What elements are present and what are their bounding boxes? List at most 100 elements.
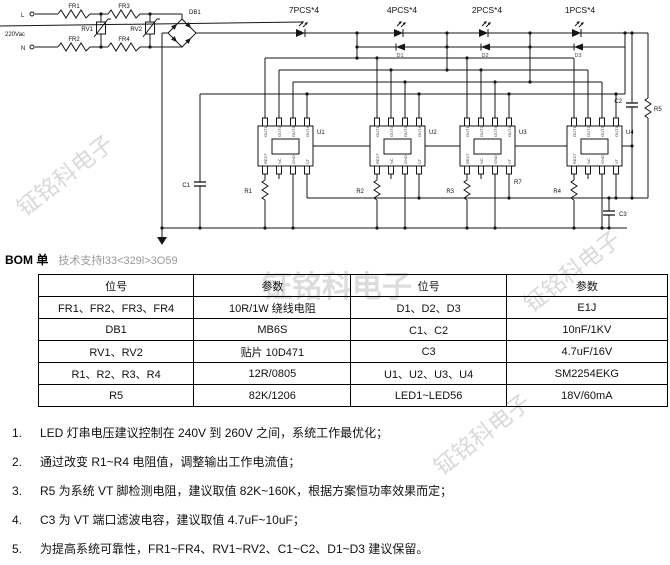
label-7pcs: 7PCS*4 [289, 5, 320, 15]
bom-cell: R5 [37, 384, 195, 407]
ic-u3: OUT1 OUT2 OUT3 OUT4 REXT NC GND VT U3 R3 [446, 117, 527, 228]
bom-header-row: 位号 参数 位号 参数 [37, 274, 669, 297]
pin-label: VT [305, 158, 310, 164]
label-d2: D2 [481, 53, 488, 59]
pin-label: OUT2 [479, 126, 484, 137]
pin-label: OUT2 [389, 126, 394, 137]
bom-cell: 12R/0805 [193, 362, 352, 385]
label-rv2: RV2 [130, 27, 142, 33]
note-text: LED 灯串电压建议控制在 240V 到 260V 之间，系统工作最优化； [40, 426, 389, 440]
bom-title: BOM 单 [5, 253, 49, 267]
bom-cell: DB1 [37, 318, 195, 341]
label-4pcs: 4PCS*4 [387, 5, 418, 15]
note-text: R5 为系统 VT 脚检测电阻，建议取值 82K~160K，根据方案恒功率效果而… [40, 484, 453, 498]
ic-u4: OUT1 OUT2 OUT3 OUT4 REXT NC GND VT U4 R4 [553, 117, 634, 228]
label-c3: C3 [619, 212, 627, 218]
label-rv1: RV1 [81, 27, 93, 33]
note-item: 5. 为提高系统可靠性，FR1~FR4、RV1~RV2、C1~C2、D1~D3 … [12, 534, 452, 563]
pin-label: OUT1 [375, 126, 380, 137]
pin-label: OUT3 [291, 126, 296, 137]
ic-name: U2 [429, 130, 437, 136]
diode-d3 [573, 43, 583, 51]
note-text: C3 为 VT 端口滤波电容，建议取值 4.7uF~10uF； [40, 513, 305, 527]
bom-cell: D1、D2、D3 [350, 296, 507, 319]
pin-label: REXT [465, 153, 470, 164]
label-L: L [21, 13, 25, 19]
label-r7: R7 [514, 180, 522, 186]
bom-col-header: 参数 [505, 274, 669, 297]
label-220vac: 220Vac [5, 32, 25, 38]
bom-row: DB1 MB6S C1、C2 10nF/1KV [37, 318, 669, 341]
bom-cell: MB6S [193, 318, 352, 341]
note-item: 4. C3 为 VT 端口滤波电容，建议取值 4.7uF~10uF； [12, 505, 452, 534]
led-symbol-4 [572, 21, 584, 37]
bom-cell: U1、U2、U3、U4 [350, 362, 507, 385]
pin-label: NC [586, 158, 591, 164]
varistor-rv2 [142, 18, 160, 38]
bom-cell: 4.7uF/16V [505, 340, 669, 363]
label-2pcs: 2PCS*4 [472, 5, 503, 15]
bom-col-header: 位号 [37, 274, 195, 297]
schematic-labels: L N 220Vac FR1 FR3 FR2 FR4 RV1 RV2 DB1 7… [5, 4, 662, 218]
bom-cell: SM2254EKG [505, 362, 669, 385]
ic-u1: OUT1 OUT2 OUT3 OUT4 REXT NC GND VT U1 R1 [244, 117, 325, 228]
bom-cell: E1J [505, 296, 669, 319]
rext-resistor-label: R4 [553, 189, 561, 195]
bom-table: 位号 参数 位号 参数 FR1、FR2、FR3、FR4 10R/1W 绕线电阻 … [37, 274, 669, 407]
capacitor-c3 [603, 210, 615, 216]
ic-name: U3 [519, 130, 527, 136]
pin-label: GND [291, 155, 296, 164]
schematic-wires [35, 9, 652, 237]
bom-cell: 10nF/1KV [505, 318, 669, 341]
pin-label: GND [403, 155, 408, 164]
pin-label: OUT3 [600, 126, 605, 137]
bom-cell: 82K/1206 [193, 384, 352, 407]
pin-label: VT [417, 158, 422, 164]
bridge-rectifier [167, 18, 197, 48]
pin-label: VT [507, 158, 512, 164]
component-symbols [0, 11, 638, 245]
label-c2: C2 [614, 99, 622, 105]
pin-label: OUT2 [586, 126, 591, 137]
rext-resistor-label: R1 [244, 189, 252, 195]
note-number: 1. [12, 425, 23, 440]
rext-resistor-label: R3 [446, 189, 454, 195]
diode-d1 [395, 43, 405, 51]
pin-label: OUT1 [465, 126, 470, 137]
varistor-rv1 [93, 18, 111, 38]
bom-row: R1、R2、R3、R4 12R/0805 U1、U2、U3、U4 SM2254E… [37, 362, 669, 385]
capacitor-c1 [194, 181, 206, 187]
bom-table-wrap: 位号 参数 位号 参数 FR1、FR2、FR3、FR4 10R/1W 绕线电阻 … [37, 274, 669, 407]
note-item: 3. R5 为系统 VT 脚检测电阻，建议取值 82K~160K，根据方案恒功率… [12, 476, 452, 505]
bom-col-header: 位号 [350, 274, 507, 297]
circuit-schematic: OUT1 OUT2 OUT3 OUT4 REXT NC GND VT U1 R1… [0, 4, 662, 245]
terminal-N [29, 44, 35, 50]
pin-label: OUT4 [507, 126, 512, 137]
note-text: 为提高系统可靠性，FR1~FR4、RV1~RV2、C1~C2、D1~D3 建议保… [40, 542, 429, 556]
label-d1: D1 [396, 53, 403, 59]
terminal-L [29, 11, 35, 17]
bom-cell: R1、R2、R3、R4 [37, 362, 195, 385]
bom-row: RV1、RV2 贴片 10D471 C3 4.7uF/16V [37, 340, 669, 363]
bom-cell: LED1~LED56 [350, 384, 507, 407]
junction-dots [99, 12, 634, 230]
pin-label: OUT1 [263, 126, 268, 137]
note-item: 2. 通过改变 R1~R4 电阻值，调整输出工作电流值； [12, 447, 452, 476]
rext-resistor-label: R2 [356, 189, 364, 195]
note-number: 3. [12, 483, 23, 498]
notes-list: 1. LED 灯串电压建议控制在 240V 到 260V 之间，系统工作最优化；… [12, 418, 452, 563]
bom-cell: 贴片 10D471 [193, 340, 352, 363]
note-text: 通过改变 R1~R4 电阻值，调整输出工作电流值； [40, 455, 301, 469]
bom-cell: 10R/1W 绕线电阻 [193, 296, 352, 319]
pin-label: GND [600, 155, 605, 164]
pin-label: OUT1 [572, 126, 577, 137]
ic-name: U1 [317, 130, 325, 136]
bom-cell: C1、C2 [350, 318, 507, 341]
note-number: 5. [12, 541, 23, 556]
pin-label: NC [277, 158, 282, 164]
ic-name: U4 [626, 130, 634, 136]
bom-cell: FR1、FR2、FR3、FR4 [37, 296, 195, 319]
pin-label: NC [479, 158, 484, 164]
pin-label: NC [389, 158, 394, 164]
